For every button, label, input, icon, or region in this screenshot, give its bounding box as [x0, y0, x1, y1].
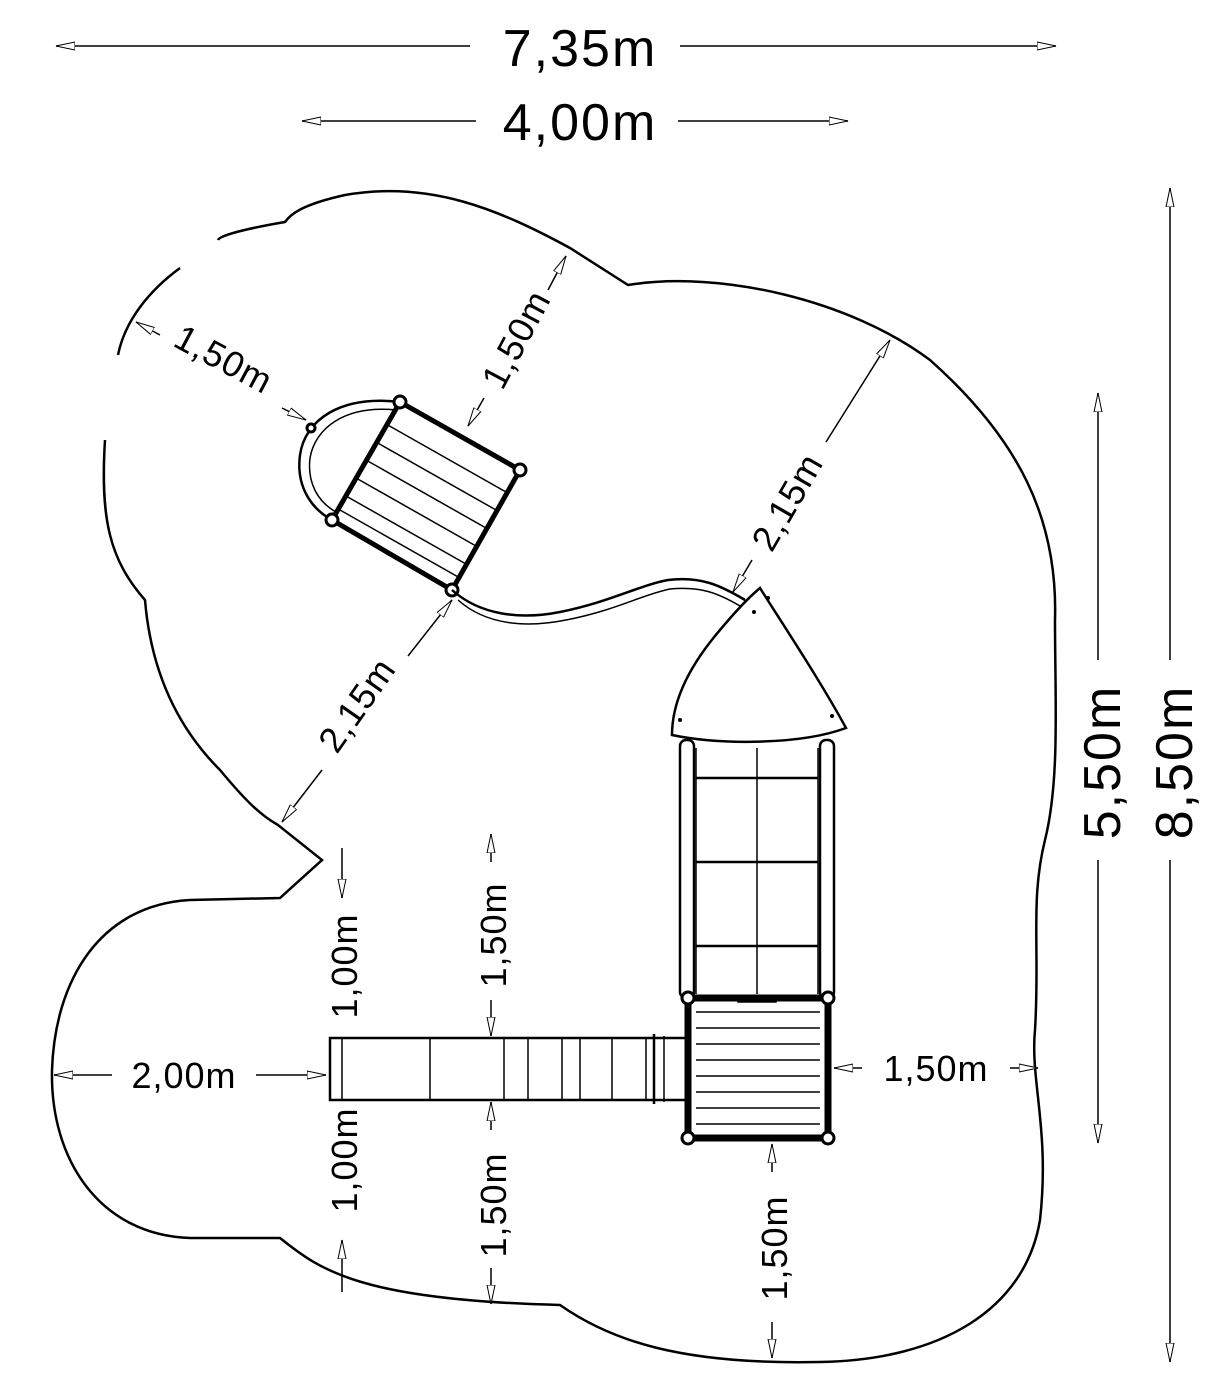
bridge-lower-label: 2,15m — [310, 650, 404, 760]
platform-right-dimension: 1,50m — [834, 1048, 1038, 1089]
overall-depth-dimension: 8,50m — [1146, 188, 1204, 1362]
inner-width-dimension: 4,00m — [302, 94, 848, 152]
connecting-bridge — [451, 577, 746, 625]
bridge-upper-label: 2,15m — [743, 446, 831, 557]
overall-width-dimension: 7,35m — [56, 20, 1056, 78]
slide-down-outer-label: 1,00m — [324, 1107, 365, 1212]
bridge-lower-dimension: 2,15m — [281, 599, 453, 823]
platform-bottom-dimension: 1,50m — [754, 1144, 795, 1358]
overall-depth-label: 8,50m — [1146, 685, 1204, 840]
bridge-upper-dimension: 2,15m — [732, 339, 891, 593]
upper-platform — [298, 394, 528, 598]
slide-end-label: 2,00m — [131, 1055, 236, 1096]
platform-right-label: 1,50m — [883, 1048, 988, 1089]
slide-up-inner-label: 1,50m — [473, 882, 514, 987]
swing-side-dimension: 1,50m — [135, 316, 307, 421]
tower-roof — [670, 586, 848, 744]
safety-zone-outline — [50, 189, 1058, 1364]
swing-front-dimension: 1,50m — [467, 255, 567, 427]
inner-depth-dimension: 5,50m — [1074, 393, 1132, 1143]
overall-width-label: 7,35m — [503, 20, 658, 78]
slide-down-outer-dimension: 1,00m — [324, 1107, 365, 1292]
swing-side-label: 1,50m — [168, 316, 280, 402]
slide-down-inner-label: 1,50m — [473, 1152, 514, 1257]
lower-platform — [680, 990, 836, 1146]
slide-up-outer-dimension: 1,00m — [324, 848, 365, 1019]
inner-depth-label: 5,50m — [1074, 685, 1132, 840]
slide-up-outer-label: 1,00m — [324, 913, 365, 1018]
inner-width-label: 4,00m — [503, 94, 658, 152]
slide-down-inner-dimension: 1,50m — [473, 1102, 514, 1304]
tower-frame — [678, 738, 836, 1000]
slide-up-inner-dimension: 1,50m — [473, 834, 514, 1036]
slide — [328, 1034, 690, 1104]
platform-bottom-label: 1,50m — [754, 1195, 795, 1300]
swing-front-label: 1,50m — [473, 283, 559, 395]
slide-end-dimension: 2,00m — [54, 1055, 326, 1096]
